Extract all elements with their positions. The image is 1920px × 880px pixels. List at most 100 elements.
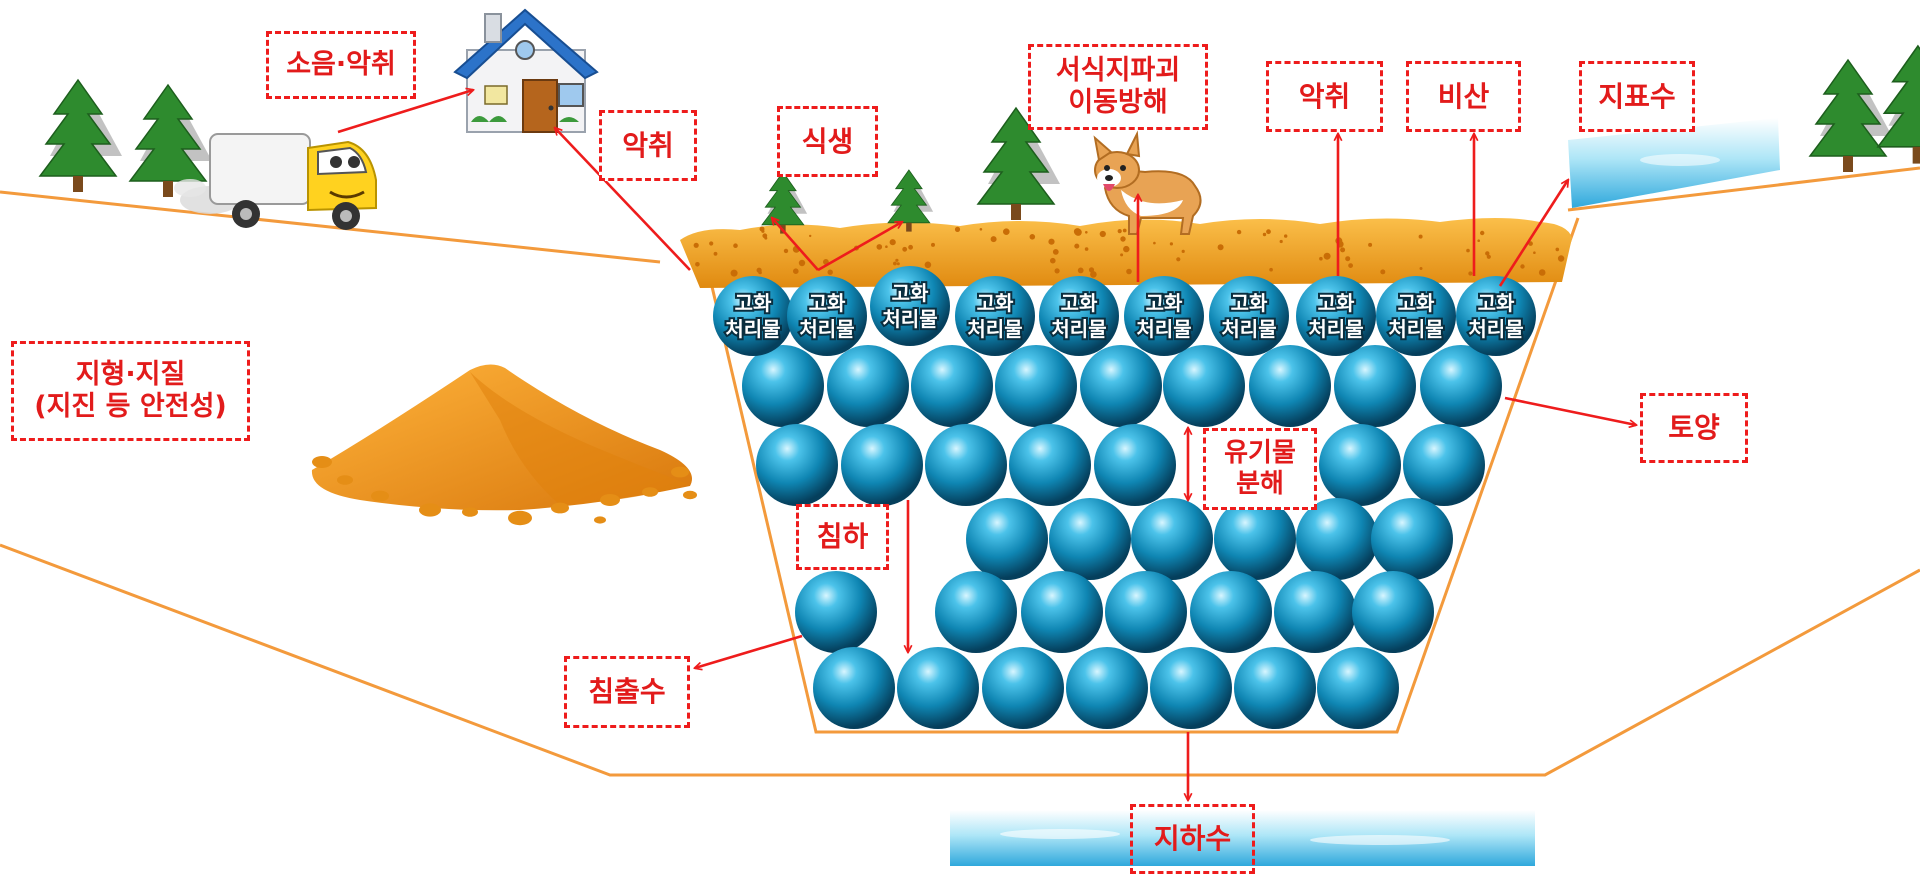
tree-group: [38, 44, 1920, 234]
sphere: [1049, 498, 1131, 580]
sphere-label-line-1: 고화: [892, 281, 929, 305]
habitat-label: 서식지파괴 이동방해: [1028, 44, 1208, 130]
sphere: [813, 647, 895, 729]
arrow-truck-house: [337, 90, 473, 134]
sphere: [1131, 498, 1213, 580]
soil-label: 토양: [1640, 393, 1748, 463]
tree-icon: [1808, 58, 1892, 172]
subsidence-text: 침하: [816, 520, 869, 554]
sphere: [1371, 498, 1453, 580]
sphere: [827, 345, 909, 427]
tree-icon: [38, 78, 122, 192]
noise-odor-text: 소음·악취: [286, 49, 396, 81]
sphere: [1150, 647, 1232, 729]
sphere-label-line-1: 고화: [1318, 291, 1355, 315]
terrain-label: 지형·지질 (지진 등 안전성): [11, 341, 250, 441]
sphere-label-line-2: 처리물: [1468, 317, 1523, 341]
sphere: [897, 647, 979, 729]
sphere: [1234, 647, 1316, 729]
soil-cover-layer: [680, 218, 1572, 288]
sphere: [1249, 345, 1331, 427]
soil-pile-icon: [311, 364, 697, 526]
sphere: [1105, 571, 1187, 653]
terrain-line-2: (지진 등 안전성): [34, 391, 227, 422]
sphere-label-line-1: 고화: [1398, 291, 1435, 315]
vegetation-label: 식생: [777, 106, 878, 177]
sphere: [1021, 571, 1103, 653]
landfill-pit: [708, 217, 1580, 734]
sphere: [1317, 647, 1399, 729]
tree-icon: [887, 169, 934, 232]
decomposition-line-1: 유기물: [1224, 438, 1296, 469]
leachate-label: 침출수: [564, 656, 690, 728]
odor-right-label: 악취: [1266, 61, 1383, 132]
arrow-vegetation-1: [772, 218, 819, 271]
habitat-line-2: 이동방해: [1068, 87, 1168, 118]
sphere-label-line-1: 고화: [735, 291, 772, 315]
subsidence-label: 침하: [796, 504, 889, 570]
sphere-label-line-2: 처리물: [725, 317, 780, 341]
ground-lines: [0, 166, 1920, 777]
sphere-label-line-2: 처리물: [1388, 317, 1443, 341]
sphere: [795, 571, 877, 653]
sphere: [1066, 647, 1148, 729]
sphere-label-line-1: 고화: [1231, 291, 1268, 315]
sphere-label-line-1: 고화: [809, 291, 846, 315]
sphere-label-line-1: 고화: [1061, 291, 1098, 315]
sphere: [925, 424, 1007, 506]
sphere: [841, 424, 923, 506]
sphere: [1080, 345, 1162, 427]
sphere: [911, 345, 993, 427]
sphere: [1163, 345, 1245, 427]
sphere-label-line-1: 고화: [1478, 291, 1515, 315]
sphere: [995, 345, 1077, 427]
sphere: [742, 345, 824, 427]
sphere-label-line-2: 처리물: [1308, 317, 1363, 341]
arrow-vegetation-2: [817, 222, 902, 272]
sphere-label-line-1: 고화: [1146, 291, 1183, 315]
surface-water-icon: [1568, 118, 1780, 208]
scattering-text: 비산: [1437, 79, 1490, 113]
odor-left-label: 악취: [599, 110, 697, 181]
habitat-line-1: 서식지파괴: [1055, 55, 1181, 87]
sphere: [1403, 424, 1485, 506]
sphere: [1420, 345, 1502, 427]
leachate-text: 침출수: [588, 675, 666, 709]
sphere-label-line-1: 고화: [977, 291, 1014, 315]
groundwater-icon: [950, 810, 1535, 866]
scattering-label: 비산: [1406, 61, 1521, 132]
surface-water-text: 지표수: [1598, 79, 1676, 113]
vegetation-text: 식생: [801, 124, 854, 158]
sphere: [1319, 424, 1401, 506]
tree-icon: [976, 106, 1060, 220]
tree-icon: [761, 171, 808, 234]
odor-right-text: 악취: [1298, 79, 1351, 113]
sphere-label-line-2: 처리물: [1136, 317, 1191, 341]
groundwater-text: 지하수: [1153, 822, 1232, 856]
sphere: [1334, 345, 1416, 427]
arrow-surface-water: [1498, 180, 1568, 287]
arrows: [337, 90, 1636, 800]
truck-icon: [174, 133, 377, 230]
sphere-label-line-2: 처리물: [882, 307, 937, 331]
soil-text: 토양: [1668, 411, 1720, 445]
dog-icon: [1093, 130, 1202, 235]
sphere-label-line-2: 처리물: [967, 317, 1022, 341]
sphere: [1009, 424, 1091, 506]
groundwater-label: 지하수: [1130, 804, 1255, 874]
sphere: [966, 498, 1048, 580]
sphere-label-line-2: 처리물: [1221, 317, 1276, 341]
arrow-odor-left: [555, 128, 691, 271]
terrain-line-1: 지형·지질: [75, 359, 186, 391]
